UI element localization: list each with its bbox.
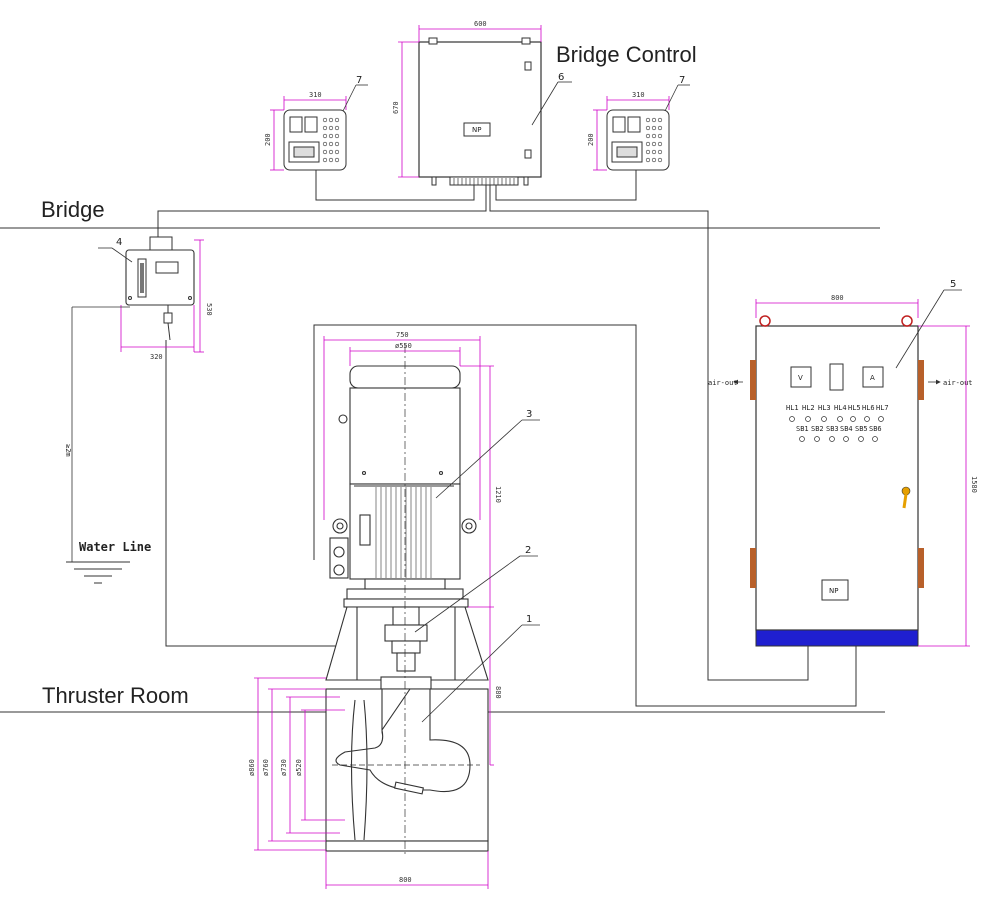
water-line-symbol bbox=[66, 561, 130, 584]
callout-5: 5 bbox=[950, 279, 956, 290]
leader-2 bbox=[414, 555, 521, 633]
alarm-unit bbox=[125, 236, 195, 341]
callout-7-right: 7 bbox=[679, 75, 685, 86]
leader-5 bbox=[895, 289, 945, 369]
dim-label-cabinet-width: 800 bbox=[831, 294, 844, 302]
dim-label-motor-width: 750 bbox=[396, 331, 409, 339]
water-line-label: Water Line bbox=[79, 540, 151, 554]
np-label-panel: NP bbox=[472, 126, 481, 134]
indicator-label-sb5: SB5 bbox=[855, 425, 868, 433]
indicator-label-hl3: HL3 bbox=[818, 404, 831, 412]
indicator-label-sb2: SB2 bbox=[811, 425, 824, 433]
dim-label-motor-height: 1210 bbox=[494, 486, 502, 503]
indicator-label-hl4: HL4 bbox=[834, 404, 847, 412]
indicator-label-sb3: SB3 bbox=[826, 425, 839, 433]
starter-cabinet bbox=[750, 315, 924, 647]
callout-3: 3 bbox=[526, 409, 532, 420]
dim-remote-left bbox=[270, 96, 347, 171]
dim-label-dia-760: ø760 bbox=[262, 759, 270, 776]
leader-7-right bbox=[664, 84, 679, 112]
dim-cabinet bbox=[755, 299, 970, 647]
leader-1 bbox=[421, 624, 523, 723]
dim-tunnel bbox=[254, 607, 494, 889]
dim-label-remote-right-width: 310 bbox=[632, 91, 645, 99]
callout-4: 4 bbox=[116, 237, 122, 248]
meter-label-v: V bbox=[798, 374, 803, 382]
dim-label-remote-left-height: 200 bbox=[264, 133, 272, 146]
indicator-label-sb6: SB6 bbox=[869, 425, 882, 433]
dim-label-tunnel-length: 880 bbox=[494, 686, 502, 699]
cable-routing bbox=[157, 170, 857, 707]
thruster-tunnel-gearbox bbox=[325, 688, 489, 852]
dim-remote-right bbox=[593, 96, 670, 171]
zone-label-bridge-control: Bridge Control bbox=[556, 42, 697, 67]
cabinet-indicator-row-2: SB1 SB2 SB3 SB4 SB5 SB6 bbox=[796, 425, 882, 442]
indicator-label-sb4: SB4 bbox=[840, 425, 853, 433]
thruster-drive-shaft bbox=[325, 606, 489, 690]
air-out-label-left: air-out bbox=[708, 379, 738, 387]
dim-height-above-water bbox=[71, 306, 130, 562]
dim-label-remote-left-width: 310 bbox=[309, 91, 322, 99]
dim-label-main-panel-height: 670 bbox=[392, 101, 400, 114]
leader-4 bbox=[111, 247, 133, 263]
air-out-label-right: air-out bbox=[943, 379, 973, 387]
indicator-label-hl2: HL2 bbox=[802, 404, 815, 412]
main-control-panel bbox=[418, 37, 542, 186]
callout-1: 1 bbox=[526, 614, 532, 625]
thruster-motor bbox=[329, 365, 477, 608]
dim-alarm-unit bbox=[120, 239, 204, 353]
dim-label-remote-right-height: 200 bbox=[587, 133, 595, 146]
dim-label-alarm-width: 320 bbox=[150, 353, 163, 361]
meter-label-a: A bbox=[870, 374, 875, 382]
callout-7-left: 7 bbox=[356, 75, 362, 86]
dim-main-panel bbox=[398, 25, 542, 178]
cabinet-indicator-row-1: HL1 HL2 HL3 HL4 HL5 HL6 HL7 bbox=[786, 404, 889, 422]
dim-label-main-panel-width: 600 bbox=[474, 20, 487, 28]
zone-label-bridge: Bridge bbox=[41, 197, 105, 222]
indicator-label-hl5: HL5 bbox=[848, 404, 861, 412]
indicator-label-hl1: HL1 bbox=[786, 404, 799, 412]
dim-label-dia-730: ø730 bbox=[280, 759, 288, 776]
callout-2: 2 bbox=[525, 545, 531, 556]
indicator-label-sb1: SB1 bbox=[796, 425, 809, 433]
remote-control-panel-right bbox=[606, 109, 670, 171]
callout-6: 6 bbox=[558, 72, 564, 83]
leader-6 bbox=[531, 81, 559, 126]
zone-label-thruster-room: Thruster Room bbox=[42, 683, 189, 708]
indicator-label-hl6: HL6 bbox=[862, 404, 875, 412]
np-label-cabinet: NP bbox=[829, 587, 838, 595]
remote-control-panel-left bbox=[283, 109, 347, 171]
dim-motor bbox=[323, 336, 494, 608]
dim-label-motor-dia: ø550 bbox=[395, 342, 412, 350]
dim-label-dia-860: ø860 bbox=[248, 759, 256, 776]
indicator-label-hl7: HL7 bbox=[876, 404, 889, 412]
dim-label-alarm-height: 530 bbox=[205, 303, 213, 316]
leader-3 bbox=[435, 419, 523, 499]
dim-label-height-above-water: ≥2m bbox=[64, 444, 72, 457]
dim-label-tunnel-width: 800 bbox=[399, 876, 412, 884]
dim-label-cabinet-height: 1580 bbox=[970, 476, 978, 493]
leader-7-left bbox=[342, 84, 357, 112]
dim-label-dia-520: ø520 bbox=[295, 759, 303, 776]
